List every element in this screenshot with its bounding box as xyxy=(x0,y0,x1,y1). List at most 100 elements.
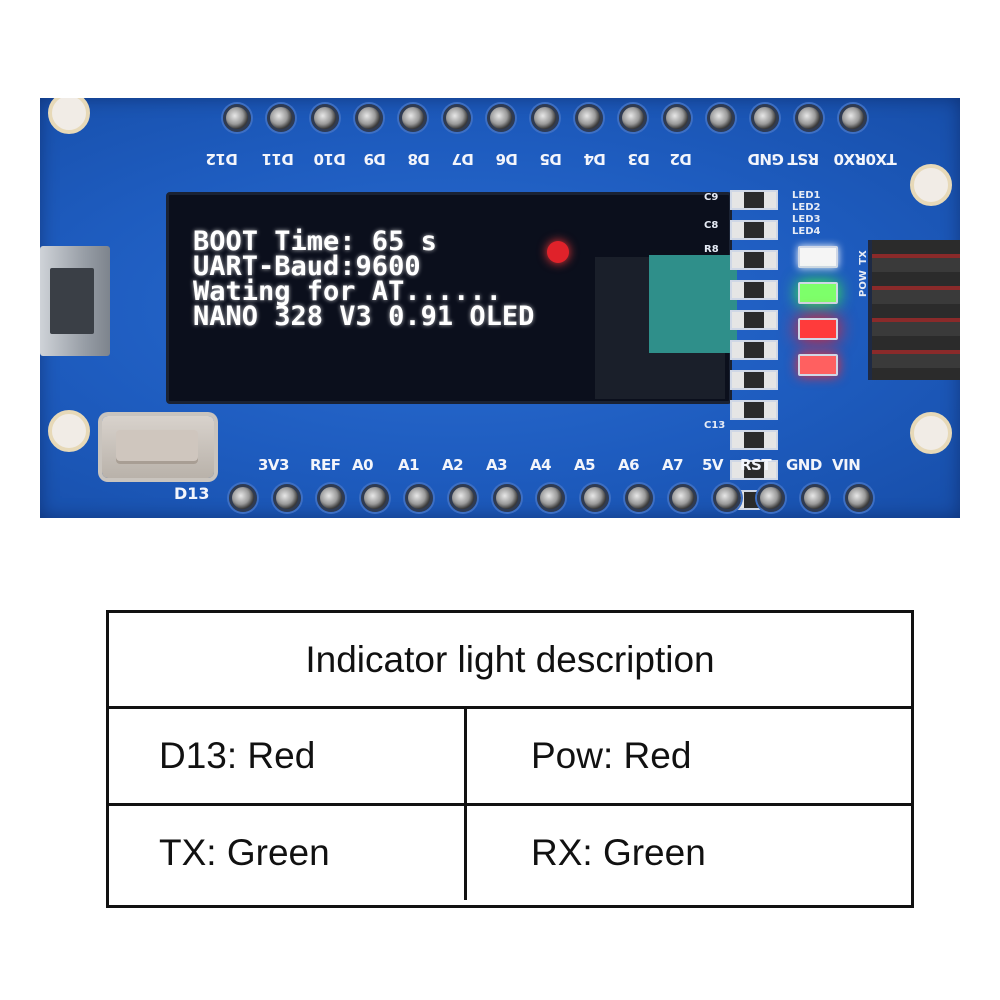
pin xyxy=(223,104,251,132)
pin xyxy=(311,104,339,132)
pin-label: A0 xyxy=(352,456,374,474)
pin xyxy=(663,104,691,132)
pin xyxy=(581,484,609,512)
silk-label: C9 xyxy=(704,192,719,203)
pin xyxy=(487,104,515,132)
pin xyxy=(361,484,389,512)
table-title: Indicator light description xyxy=(109,613,911,709)
smd-part xyxy=(730,340,778,360)
pin xyxy=(669,484,697,512)
pin-label: REF xyxy=(310,456,341,474)
pin-label: D3 xyxy=(628,150,650,168)
pin-label: D5 xyxy=(540,150,562,168)
top-pin-header xyxy=(40,104,960,144)
oled-text: BOOT Time: 65 s UART-Baud:9600 Wating fo… xyxy=(193,226,535,332)
pin-label: GND xyxy=(786,456,822,474)
led-red xyxy=(798,354,838,376)
pin xyxy=(317,484,345,512)
pin xyxy=(845,484,873,512)
smd-part xyxy=(730,310,778,330)
pin-label: D7 xyxy=(452,150,474,168)
pin xyxy=(449,484,477,512)
mounting-hole xyxy=(48,98,90,134)
pin xyxy=(839,104,867,132)
pin xyxy=(575,104,603,132)
led-label: LED2 xyxy=(792,202,821,213)
oled-display: BOOT Time: 65 s UART-Baud:9600 Wating fo… xyxy=(166,192,737,404)
pin xyxy=(273,484,301,512)
pcb-board: TX0 RX0 RST GND D2 D3 D4 D5 D6 D7 D8 D9 … xyxy=(40,98,960,518)
smd-part xyxy=(730,460,778,480)
oled-line: BOOT Time: 65 s xyxy=(193,226,437,257)
led-label: LED1 xyxy=(792,190,821,201)
pin xyxy=(619,104,647,132)
smd-part xyxy=(730,400,778,420)
table-cell: TX: Green xyxy=(159,832,330,873)
pin-label: A3 xyxy=(486,456,508,474)
mounting-hole xyxy=(910,164,952,206)
led-red xyxy=(798,318,838,340)
pin-label: 3V3 xyxy=(258,456,289,474)
bottom-pin-header xyxy=(40,484,960,518)
pin-label: TX0 xyxy=(866,150,897,168)
led-green xyxy=(798,282,838,304)
pin-label: D12 xyxy=(206,150,238,168)
pin xyxy=(531,104,559,132)
pin xyxy=(625,484,653,512)
pin xyxy=(443,104,471,132)
table-cell: Pow: Red xyxy=(464,709,911,803)
smd-part xyxy=(730,190,778,210)
pin xyxy=(707,104,735,132)
smd-part xyxy=(730,370,778,390)
indicator-light-table: Indicator light description D13: Red Pow… xyxy=(106,610,914,908)
pin-label: A1 xyxy=(398,456,420,474)
smd-part xyxy=(730,250,778,270)
oled-line: NANO 328 V3 0.91 OLED xyxy=(193,301,535,332)
led-label: LED3 xyxy=(792,214,821,225)
mounting-hole xyxy=(48,410,90,452)
pin xyxy=(713,484,741,512)
pin-label: D6 xyxy=(496,150,518,168)
right-pin-header xyxy=(868,240,960,380)
smd-part xyxy=(730,220,778,240)
pin-label: D2 xyxy=(670,150,692,168)
smd-part xyxy=(730,280,778,300)
oled-line: UART-Baud:9600 xyxy=(193,251,421,282)
silk-label: C13 xyxy=(704,420,726,431)
pin-label: D11 xyxy=(262,150,294,168)
led-label: LED4 xyxy=(792,226,821,237)
led-reflection xyxy=(547,241,569,263)
pin-label: D10 xyxy=(314,150,346,168)
pin xyxy=(751,104,779,132)
pin xyxy=(405,484,433,512)
pin xyxy=(267,104,295,132)
led-white xyxy=(798,246,838,268)
pin-label: A5 xyxy=(574,456,596,474)
table-cell: RX: Green xyxy=(464,806,911,900)
pin xyxy=(399,104,427,132)
pin xyxy=(801,484,829,512)
pin-label: A7 xyxy=(662,456,684,474)
indicator-leds xyxy=(798,246,838,390)
pin-label: D9 xyxy=(364,150,386,168)
table-cell: D13: Red xyxy=(159,735,316,776)
micro-usb-connector xyxy=(40,246,110,356)
table-row: D13: Red Pow: Red xyxy=(109,709,911,803)
pin xyxy=(757,484,785,512)
pin-label: RX0 xyxy=(834,150,867,168)
silk-label: C8 xyxy=(704,220,719,231)
pin xyxy=(795,104,823,132)
pin-label: GND xyxy=(748,150,784,168)
d13-label: D13 xyxy=(174,484,210,503)
pin xyxy=(493,484,521,512)
oled-flex-cable xyxy=(649,255,737,353)
pin-label: A6 xyxy=(618,456,640,474)
pin-label: RST xyxy=(740,456,772,474)
smd-part xyxy=(730,430,778,450)
pin-label: VIN xyxy=(832,456,861,474)
pin-label: A2 xyxy=(442,456,464,474)
pin xyxy=(355,104,383,132)
board-photo: TX0 RX0 RST GND D2 D3 D4 D5 D6 D7 D8 D9 … xyxy=(40,98,960,518)
pin-label: A4 xyxy=(530,456,552,474)
pin-label: RST xyxy=(788,150,820,168)
